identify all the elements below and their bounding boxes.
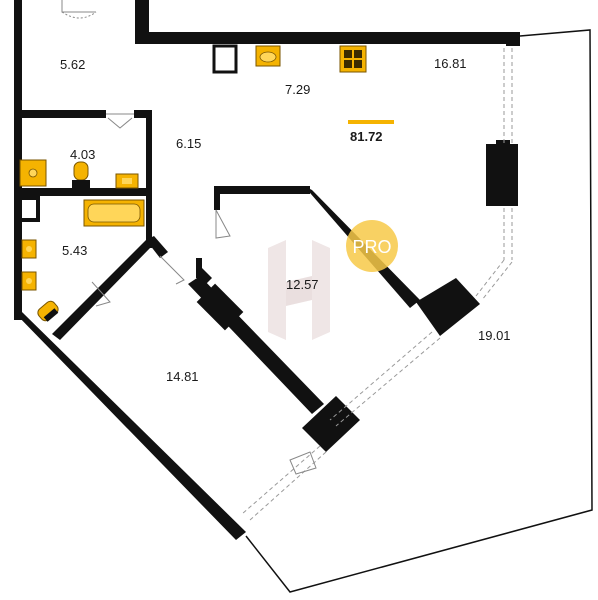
bathtub-icon [83, 199, 145, 227]
doors [61, 0, 317, 475]
pro-badge-label: PRO [352, 237, 391, 257]
toilet-icon [72, 161, 90, 188]
room-area-corridor: 6.15 [176, 136, 201, 151]
fixtures [19, 44, 367, 322]
shaft-box [212, 44, 238, 74]
room-area-bedroom-left: 14.81 [166, 369, 199, 384]
room-area-living: 16.81 [434, 56, 467, 71]
sink-icon [255, 45, 281, 67]
washbasin-icon [19, 159, 47, 187]
toilet-icon [37, 300, 59, 322]
total-area-bar [348, 120, 394, 124]
room-area-bedroom-middle: 12.57 [286, 277, 319, 292]
sink-icon [115, 173, 139, 189]
h-logo-icon [268, 240, 330, 340]
room-area-kitchen: 7.29 [285, 82, 310, 97]
windows [241, 48, 513, 521]
outer-walls [14, 0, 520, 540]
room-area-bathroom-1: 4.03 [70, 147, 95, 162]
room-area-bathroom-2: 5.43 [62, 243, 87, 258]
washbasin-icon [21, 239, 37, 259]
terrace-outline [245, 29, 593, 593]
washbasin-icon [21, 271, 37, 291]
room-area-hall-top: 5.62 [60, 57, 85, 72]
stove-icon [339, 45, 367, 73]
room-area-terrace: 19.01 [478, 328, 511, 343]
total-area-value: 81.72 [350, 129, 383, 144]
pro-badge: PRO [346, 220, 398, 272]
